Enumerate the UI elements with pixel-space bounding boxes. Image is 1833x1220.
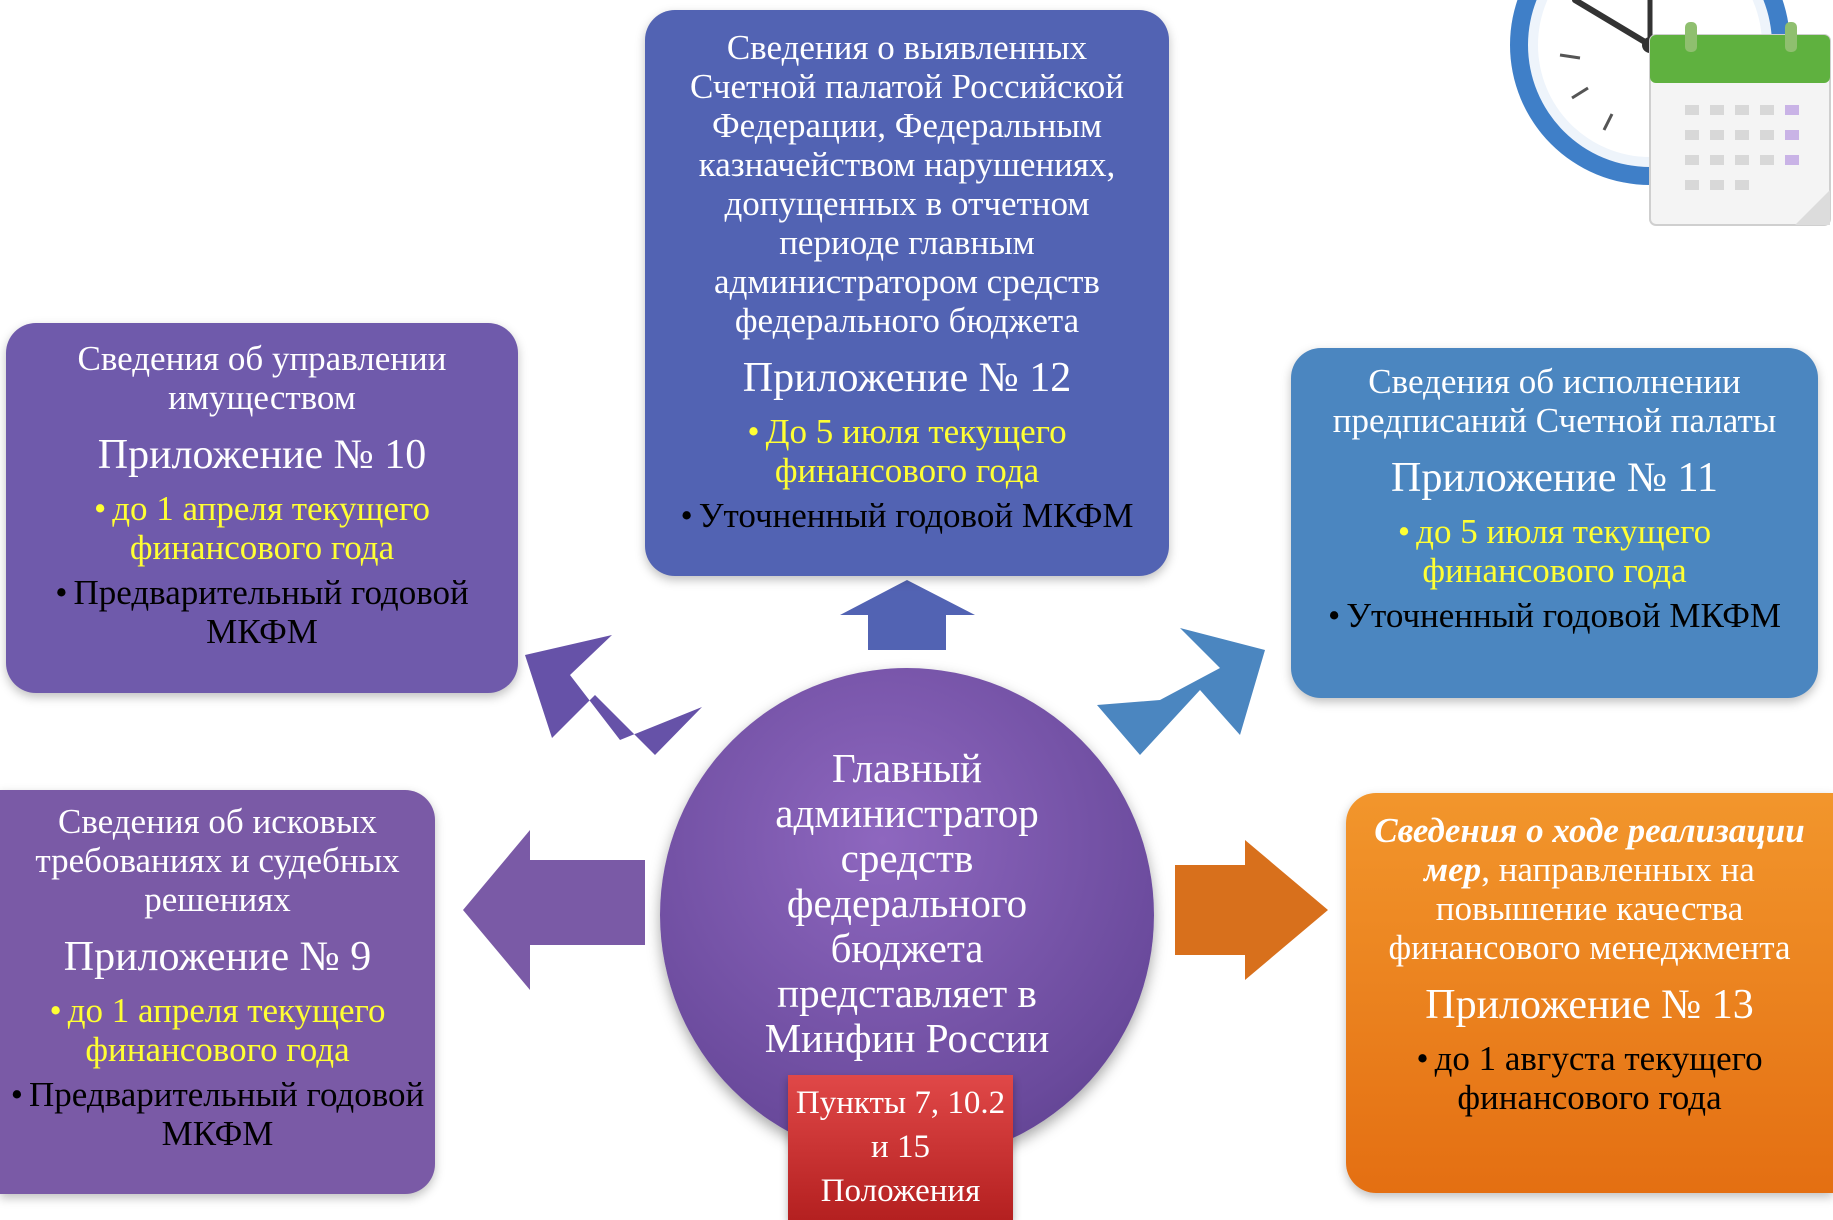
- clock-calendar-icon: [1510, 0, 1831, 226]
- bullet: •: [747, 412, 760, 451]
- box-13-description-rest: , направленных на повышение качества фин…: [1388, 850, 1791, 967]
- box-9-deadline-text: до 1 апреля текущего финансового года: [67, 991, 386, 1069]
- reference-label: Пункты 7, 10.2 и 15 Положения: [788, 1075, 1013, 1220]
- box-13-description: Сведения о ходе реализации мер, направле…: [1354, 811, 1825, 967]
- box-9-form: •Предварительный годовой МКФМ: [6, 1075, 429, 1153]
- box-9-deadline: •до 1 апреля текущего финансового года: [6, 991, 429, 1069]
- box-appendix-13: Сведения о ходе реализации мер, направле…: [1346, 793, 1833, 1193]
- bullet: •: [1416, 1039, 1429, 1078]
- box-11-deadline-text: до 5 июля текущего финансового года: [1416, 512, 1712, 590]
- box-9-appendix: Приложение № 9: [63, 934, 372, 980]
- box-12-form: •Уточненный годовой МКФМ: [665, 496, 1149, 535]
- box-10-deadline-text: до 1 апреля текущего финансового года: [112, 489, 431, 567]
- box-13-appendix: Приложение № 13: [1425, 982, 1754, 1028]
- box-11-description: Сведения об исполнении предписаний Счетн…: [1332, 362, 1777, 440]
- arrow-left: [463, 830, 645, 990]
- box-13-deadline-text: до 1 августа текущего финансового года: [1434, 1039, 1763, 1117]
- box-11-form-text: Уточненный годовой МКФМ: [1346, 596, 1782, 635]
- arrow-upper-right: [1097, 628, 1265, 755]
- bullet: •: [1327, 596, 1341, 635]
- box-12-deadline-text: До 5 июля текущего финансового года: [765, 412, 1067, 490]
- arrow-upper-left: [525, 635, 702, 755]
- box-9-description: Сведения об исковых требованиях и судебн…: [35, 802, 400, 919]
- box-9-form-text: Предварительный годовой МКФМ: [28, 1075, 425, 1153]
- box-appendix-9: Сведения об исковых требованиях и судебн…: [0, 790, 435, 1194]
- box-11-appendix: Приложение № 11: [1391, 455, 1718, 501]
- bullet: •: [680, 496, 693, 535]
- box-13-deadline: •до 1 августа текущего финансового года: [1354, 1039, 1825, 1117]
- box-12-appendix: Приложение № 12: [742, 355, 1072, 401]
- box-10-form-text: Предварительный годовой МКФМ: [73, 573, 469, 651]
- bullet: •: [93, 489, 107, 528]
- box-10-appendix: Приложение № 10: [97, 432, 427, 478]
- box-12-deadline: •До 5 июля текущего финансового года: [665, 412, 1149, 490]
- box-10-form: •Предварительный годовой МКФМ: [24, 573, 500, 651]
- box-appendix-11: Сведения об исполнении предписаний Счетн…: [1291, 348, 1818, 698]
- box-11-form: •Уточненный годовой МКФМ: [1307, 596, 1802, 635]
- arrow-right: [1175, 840, 1328, 980]
- box-13-description-italic: Сведения о ходе реализации мер: [1374, 811, 1805, 889]
- calendar-icon: [1649, 22, 1831, 226]
- box-11-deadline: •до 5 июля текущего финансового года: [1307, 512, 1802, 590]
- box-appendix-10: Сведения об управлении имуществом Прилож…: [6, 323, 518, 693]
- bullet: •: [1397, 512, 1411, 551]
- box-12-description: Сведения о выявленных Счетной палатой Ро…: [690, 28, 1124, 340]
- box-appendix-12: Сведения о выявленных Счетной палатой Ро…: [645, 10, 1169, 576]
- bullet: •: [49, 991, 62, 1030]
- box-10-deadline: •до 1 апреля текущего финансового года: [24, 489, 500, 567]
- box-12-form-text: Уточненный годовой МКФМ: [698, 496, 1134, 535]
- box-10-description: Сведения об управлении имуществом: [77, 339, 447, 417]
- bullet: •: [55, 573, 68, 612]
- center-text: Главный администратор средств федерально…: [764, 745, 1050, 1061]
- center-circle: Главный администратор средств федерально…: [660, 668, 1154, 1162]
- bullet: •: [10, 1075, 23, 1114]
- arrow-up: [840, 580, 975, 650]
